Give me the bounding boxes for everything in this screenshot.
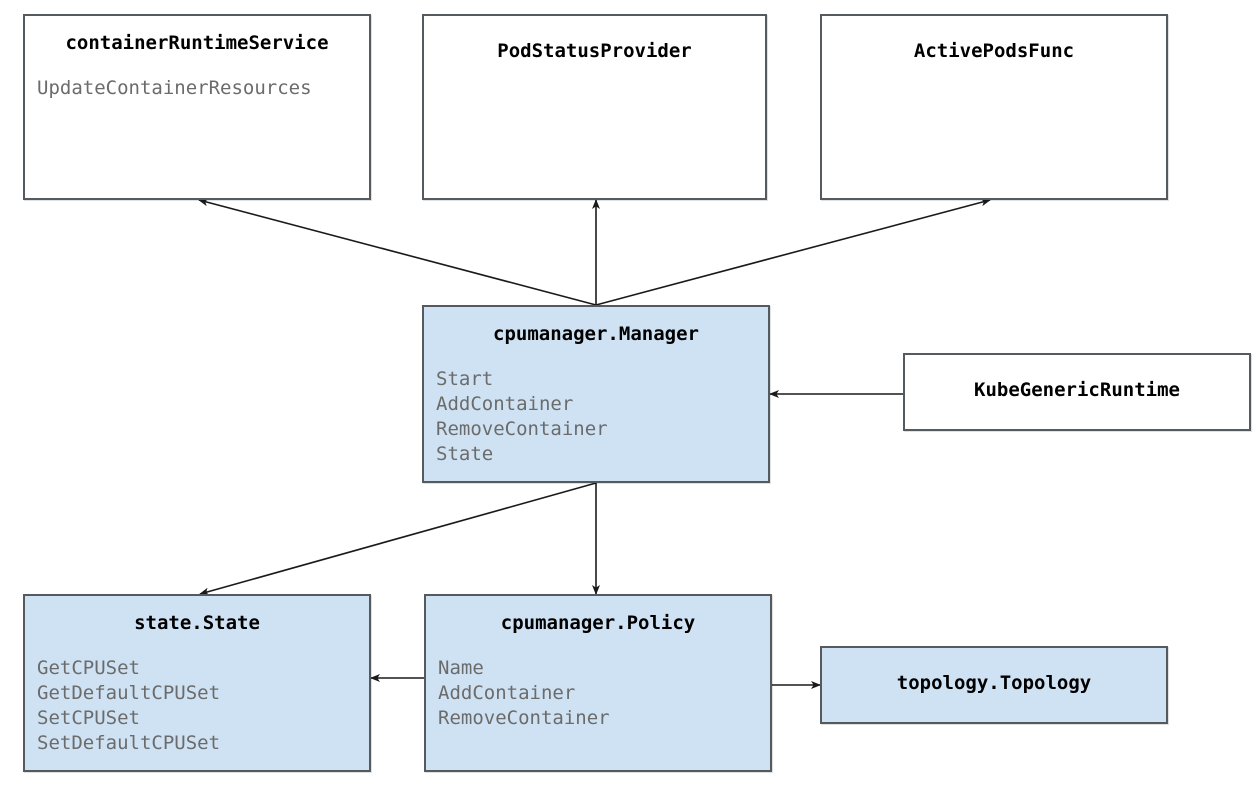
class-node-method: RemoveContainer xyxy=(436,418,608,440)
class-node-title: ActivePodsFunc xyxy=(913,40,1075,62)
edge-manager-to-containerRuntimeService xyxy=(198,198,597,306)
class-node-method: AddContainer xyxy=(438,682,576,704)
class-node-method: SetDefaultCPUSet xyxy=(37,732,221,754)
class-node-activePodsFunc[interactable]: ActivePodsFunc xyxy=(820,14,1168,200)
class-node-topologyTopology[interactable]: topology.Topology xyxy=(820,646,1168,724)
class-node-title: PodStatusProvider xyxy=(497,40,692,62)
class-node-method: Start xyxy=(436,368,494,390)
class-node-method: UpdateContainerResources xyxy=(37,77,312,99)
class-node-title: state.State xyxy=(134,612,260,634)
class-node-method: GetDefaultCPUSet xyxy=(37,682,221,704)
class-node-method: SetCPUSet xyxy=(37,707,140,729)
class-node-podStatusProvider[interactable]: PodStatusProvider xyxy=(422,14,767,200)
class-node-method: AddContainer xyxy=(436,393,574,415)
class-node-title: cpumanager.Manager xyxy=(493,323,699,345)
class-node-method: RemoveContainer xyxy=(438,707,610,729)
class-node-title: topology.Topology xyxy=(896,672,1092,694)
class-node-title: cpumanager.Policy xyxy=(500,612,696,634)
class-node-method: Name xyxy=(438,657,484,679)
edge-manager-to-activePodsFunc xyxy=(595,198,991,306)
class-node-kubeGenericRuntime[interactable]: KubeGenericRuntime xyxy=(903,353,1251,431)
class-node-method: GetCPUSet xyxy=(37,657,140,679)
class-node-title: KubeGenericRuntime xyxy=(974,379,1180,401)
class-node-title: containerRuntimeService xyxy=(65,32,329,54)
class-node-method: State xyxy=(436,443,494,465)
edge-manager-to-stateState xyxy=(199,482,597,596)
class-node-method-list: UpdateContainerResources xyxy=(37,76,369,101)
